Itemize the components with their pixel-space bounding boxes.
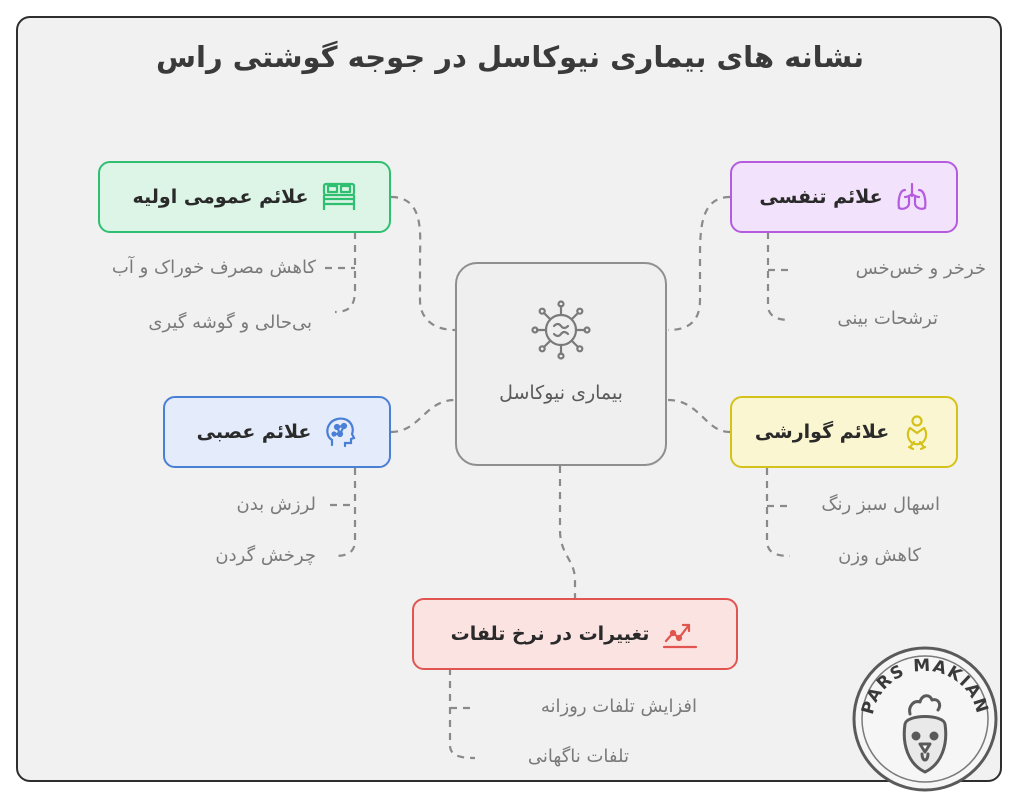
center-label: بیماری نیوکاسل (499, 382, 623, 404)
general-item-2: بی‌حالی و گوشه گیری (148, 312, 312, 333)
rooster-icon (902, 694, 948, 774)
node-nervous-label: علائم عصبی (196, 421, 312, 443)
bed-icon (322, 182, 355, 210)
nervous-item-2: چرخش گردن (215, 545, 316, 566)
connector-mortality (558, 466, 577, 598)
connector-general-items (325, 232, 357, 314)
mortality-item-2: تلفات ناگهانی (527, 746, 629, 767)
node-respiratory-label: علائم تنفسی (759, 186, 883, 208)
node-mortality-changes: تغییرات در نرخ تلفات (412, 598, 738, 670)
trend-chart-icon (663, 623, 698, 649)
digestive-item-1: اسهال سبز رنگ (821, 494, 940, 515)
nervous-item-1: لرزش بدن (236, 494, 316, 515)
general-item-1: کاهش مصرف خوراک و آب (111, 257, 316, 278)
connector-respiratory-items (766, 232, 791, 322)
respiratory-item-1: خرخر و خس‌خس (855, 258, 986, 279)
node-nervous-symptoms: علائم عصبی (163, 396, 391, 468)
virus-icon (531, 300, 591, 360)
node-general-symptoms: علائم عمومی اولیه (98, 161, 391, 233)
respiratory-item-2: ترشحات بینی (837, 308, 938, 329)
stomach-icon (906, 415, 928, 450)
pars-makian-logo: PARS MAKIAN (852, 646, 998, 792)
lungs-icon (897, 182, 927, 210)
node-mortality-label: تغییرات در نرخ تلفات (450, 623, 650, 645)
connector-mortality-items (448, 668, 476, 760)
node-digestive-label: علائم گوارشی (754, 421, 890, 443)
node-respiratory-symptoms: علائم تنفسی (730, 161, 958, 233)
node-general-label: علائم عمومی اولیه (132, 186, 309, 208)
connector-respiratory (667, 195, 731, 332)
brain-icon (326, 417, 356, 448)
connector-general (390, 195, 456, 332)
connector-nervous (390, 398, 456, 434)
digestive-item-2: کاهش وزن (838, 545, 921, 566)
page-title: نشانه های بیماری نیوکاسل در جوجه گوشتی ر… (156, 40, 864, 74)
center-node: بیماری نیوکاسل (455, 262, 667, 466)
connector-nervous-items (330, 468, 357, 558)
node-digestive-symptoms: علائم گوارشی (730, 396, 958, 468)
connector-digestive (667, 398, 731, 434)
mortality-item-1: افزایش تلفات روزانه (540, 696, 697, 717)
connector-digestive-items (765, 468, 791, 558)
